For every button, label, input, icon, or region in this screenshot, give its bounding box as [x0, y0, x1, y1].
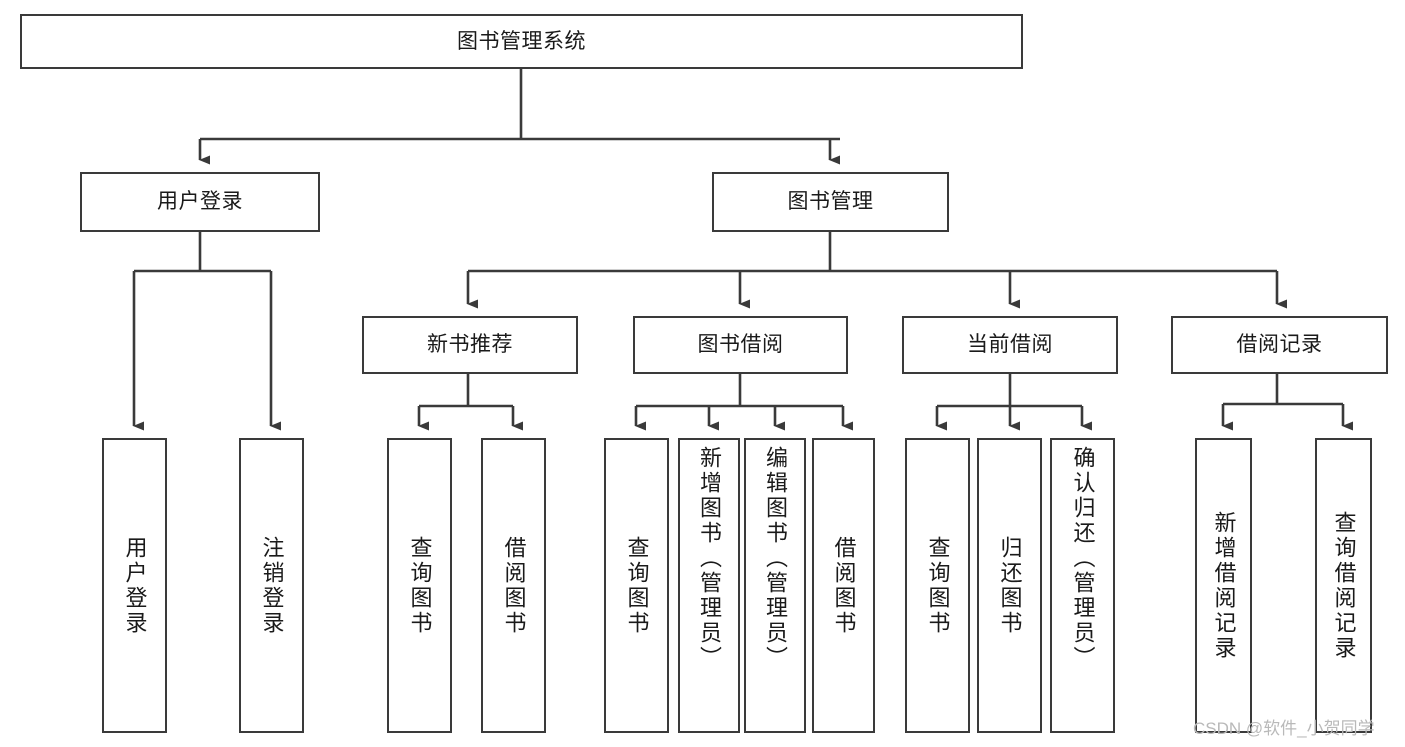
node-borrow-record[interactable]: 借阅记录	[1171, 316, 1388, 374]
node-leaf-return-book[interactable]: 归还图书	[977, 438, 1042, 733]
node-leaf-add-record[interactable]: 新增借阅记录	[1195, 438, 1252, 733]
node-leaf-query-book-3[interactable]: 查询图书	[905, 438, 970, 733]
node-leaf-borrow-book-1-label: 借阅图书	[501, 535, 527, 636]
node-current-borrow[interactable]: 当前借阅	[902, 316, 1118, 374]
node-book-manage[interactable]: 图书管理	[712, 172, 949, 232]
node-leaf-query-book-1[interactable]: 查询图书	[387, 438, 452, 733]
node-leaf-edit-book-label: 编辑图书（管理员）	[763, 446, 788, 671]
node-leaf-user-login[interactable]: 用户登录	[102, 438, 167, 733]
node-user-login[interactable]: 用户登录	[80, 172, 320, 232]
node-leaf-query-record[interactable]: 查询借阅记录	[1315, 438, 1372, 733]
node-root-label: 图书管理系统	[457, 29, 586, 53]
node-leaf-add-record-label: 新增借阅记录	[1211, 510, 1237, 661]
node-leaf-query-book-2[interactable]: 查询图书	[604, 438, 669, 733]
csdn-watermark: CSDN @软件_小贺同学	[1193, 719, 1375, 738]
node-new-book-rec[interactable]: 新书推荐	[362, 316, 578, 374]
node-leaf-edit-book[interactable]: 编辑图书（管理员）	[744, 438, 806, 733]
node-leaf-query-book-3-label: 查询图书	[925, 535, 951, 636]
node-new-book-rec-label: 新书推荐	[427, 333, 513, 357]
node-leaf-confirm-return[interactable]: 确认归还（管理员）	[1050, 438, 1115, 733]
node-leaf-confirm-return-label: 确认归还（管理员）	[1070, 446, 1096, 671]
node-root[interactable]: 图书管理系统	[20, 14, 1023, 69]
node-leaf-query-book-2-label: 查询图书	[624, 535, 650, 636]
node-leaf-borrow-book-1[interactable]: 借阅图书	[481, 438, 546, 733]
node-current-borrow-label: 当前借阅	[967, 333, 1053, 357]
node-leaf-borrow-book-2-label: 借阅图书	[831, 535, 857, 636]
node-book-manage-label: 图书管理	[787, 190, 874, 214]
node-leaf-add-book-label: 新增图书（管理员）	[697, 446, 722, 671]
node-user-login-label: 用户登录	[157, 190, 243, 214]
node-leaf-borrow-book-2[interactable]: 借阅图书	[812, 438, 875, 733]
node-book-borrow-label: 图书借阅	[697, 333, 784, 357]
node-leaf-add-book[interactable]: 新增图书（管理员）	[678, 438, 740, 733]
node-leaf-query-record-label: 查询借阅记录	[1331, 510, 1357, 661]
node-leaf-logout[interactable]: 注销登录	[239, 438, 304, 733]
node-leaf-logout-label: 注销登录	[259, 535, 285, 636]
node-leaf-return-book-label: 归还图书	[997, 535, 1023, 636]
node-leaf-query-book-1-label: 查询图书	[407, 535, 433, 636]
node-leaf-user-login-label: 用户登录	[122, 535, 148, 636]
node-borrow-record-label: 借阅记录	[1236, 333, 1323, 357]
node-book-borrow[interactable]: 图书借阅	[633, 316, 848, 374]
